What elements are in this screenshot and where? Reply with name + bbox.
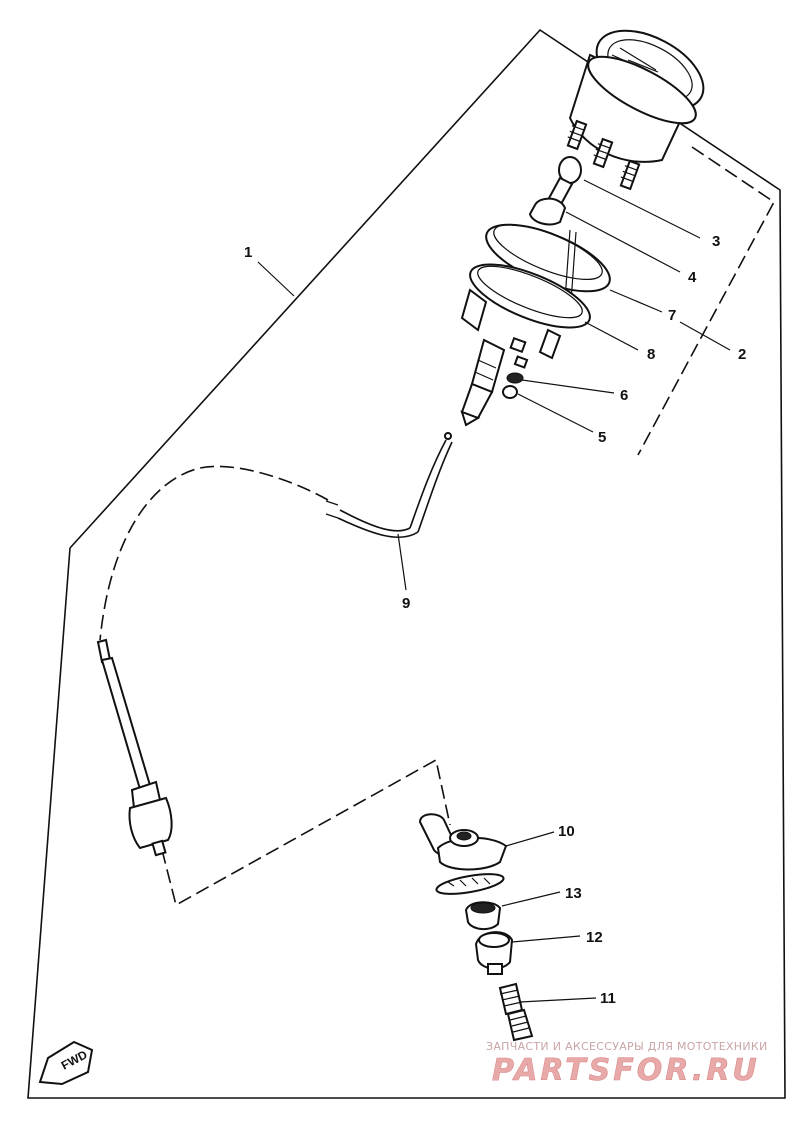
gasket bbox=[435, 873, 505, 895]
callout-2: 2 bbox=[738, 346, 746, 363]
speedometer-body bbox=[566, 29, 705, 191]
callout-5: 5 bbox=[598, 429, 606, 446]
bulb-socket bbox=[528, 197, 567, 226]
callout-8: 8 bbox=[647, 346, 655, 363]
drive-gear bbox=[498, 982, 534, 1042]
callout-labels: 1 2 3 4 5 6 7 8 9 10 11 12 13 bbox=[244, 233, 746, 1007]
watermark-tagline: ЗАПЧАСТИ И АКСЕССУАРЫ ДЛЯ МОТОТЕХНИКИ bbox=[486, 1040, 768, 1053]
assembly-boundary bbox=[27, 28, 786, 1099]
callout-11: 11 bbox=[600, 990, 616, 1007]
callout-9: 9 bbox=[402, 595, 410, 612]
callout-6: 6 bbox=[620, 387, 628, 404]
speedometer-cable-routing bbox=[99, 465, 451, 907]
bulb bbox=[546, 156, 582, 208]
fwd-arrow-icon: FWD bbox=[38, 1040, 94, 1086]
bushing bbox=[464, 901, 502, 930]
callout-13: 13 bbox=[565, 885, 582, 902]
callout-4: 4 bbox=[688, 269, 697, 286]
callout-1: 1 bbox=[244, 244, 252, 261]
speedometer-cable bbox=[96, 638, 173, 857]
callout-12: 12 bbox=[586, 929, 603, 946]
callout-3: 3 bbox=[712, 233, 720, 250]
watermark: ЗАПЧАСТИ И АКСЕССУАРЫ ДЛЯ МОТОТЕХНИКИ PA… bbox=[486, 1040, 768, 1088]
meter-cover-ring bbox=[485, 223, 611, 303]
meter-group-bracket bbox=[637, 146, 776, 456]
sleeve bbox=[474, 931, 514, 975]
nut bbox=[502, 385, 518, 399]
small-connectors bbox=[509, 336, 529, 369]
callout-7: 7 bbox=[668, 307, 676, 324]
callout-10: 10 bbox=[558, 823, 575, 840]
meter-cable-connector bbox=[460, 338, 506, 427]
leader-lines bbox=[257, 179, 731, 1003]
washer bbox=[506, 372, 524, 384]
gear-housing bbox=[418, 813, 508, 871]
damper-ring bbox=[460, 263, 591, 360]
watermark-brand: PARTSFOR.RU bbox=[492, 1053, 760, 1088]
wire-harness bbox=[325, 432, 453, 539]
